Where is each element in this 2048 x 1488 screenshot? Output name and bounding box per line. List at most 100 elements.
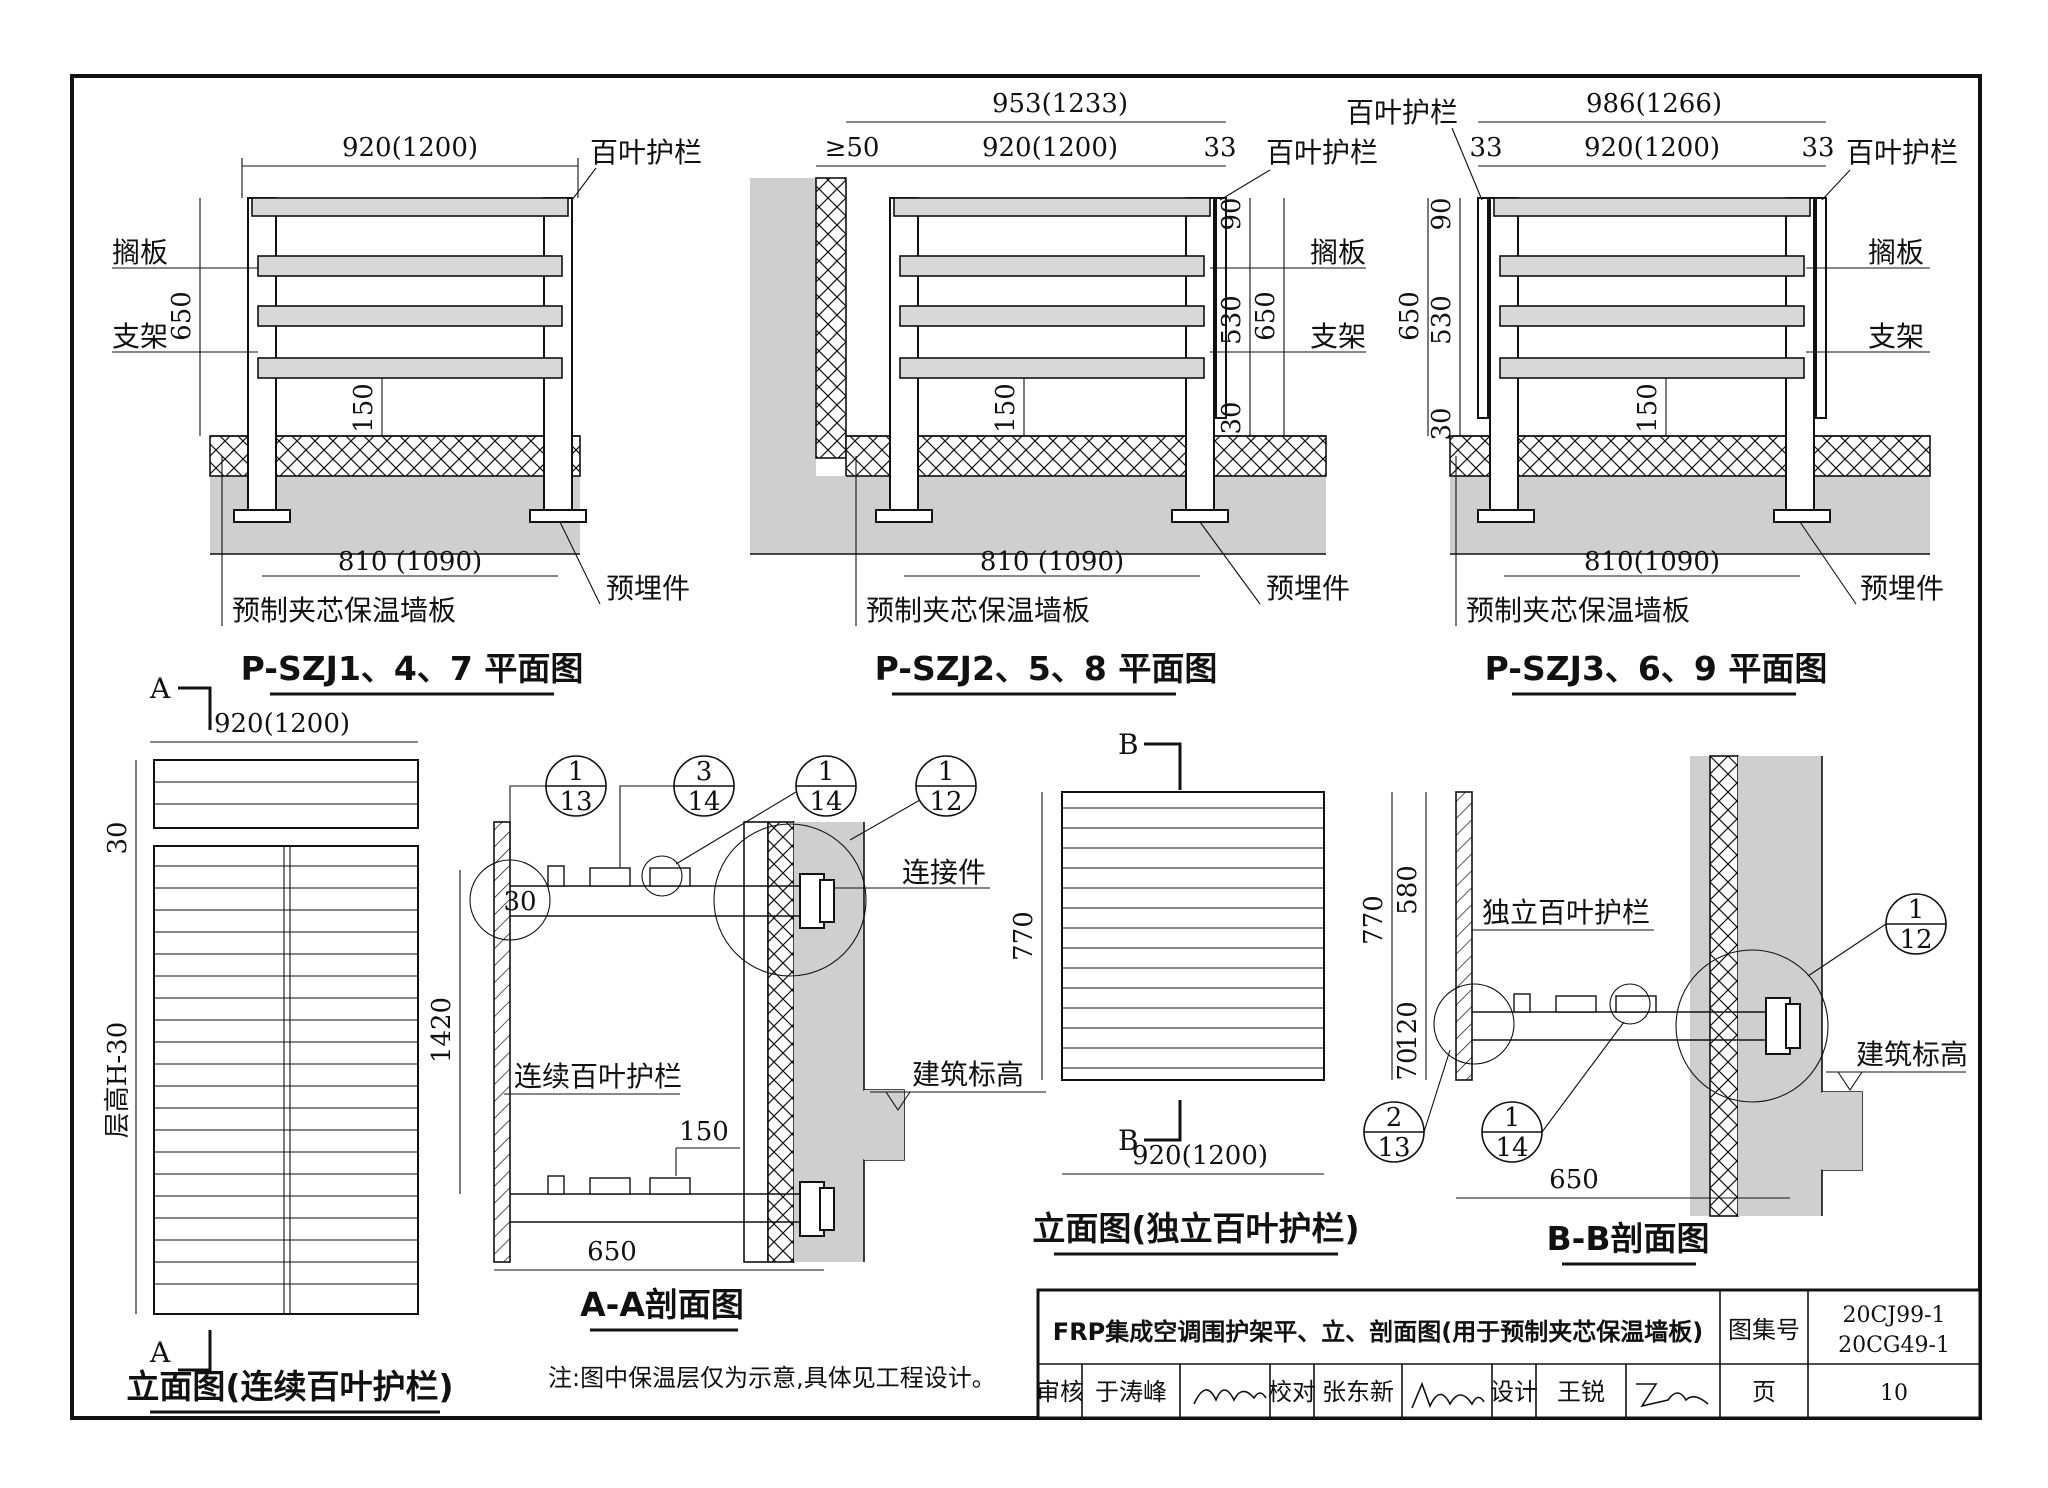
elev-cont-mark-bottom: A — [149, 1336, 171, 1369]
plan3-label-wall: 预制夹芯保温墙板 — [1466, 594, 1690, 627]
elev-cont-dim-30: 30 — [103, 821, 133, 854]
plan3-title: P-SZJ3、6、9 平面图 — [1485, 649, 1828, 688]
designer-signature — [1636, 1383, 1709, 1408]
plan-1: 920(1200) 650 150 810 (1090) 百叶护栏 搁板 支架 … — [112, 133, 702, 696]
plan3-dim-33b: 33 — [1801, 133, 1834, 163]
plan3-dim-650: 650 — [1395, 291, 1425, 341]
plan-3: 986(1266) 33 920(1200) 33 90 530 30 650 … — [1346, 89, 1958, 696]
elev-ind-slats — [1062, 807, 1324, 1069]
svg-text:1: 1 — [938, 757, 955, 787]
title-block-page-no: 10 — [1880, 1381, 1908, 1406]
plan2-title: P-SZJ2、5、8 平面图 — [875, 649, 1218, 688]
aa-dim-150: 150 — [679, 1117, 729, 1147]
elev-cont-title: 立面图(连续百叶护栏) — [126, 1367, 453, 1406]
svg-text:2: 2 — [1386, 1103, 1403, 1133]
plan2-dim-650: 650 — [1251, 291, 1281, 341]
sheet-border — [70, 74, 1982, 1420]
plan2-dim-top: 920(1200) — [982, 133, 1118, 163]
plan1-dim-bottom: 810 (1090) — [338, 547, 482, 577]
plan2-dim-90: 90 — [1217, 197, 1247, 230]
svg-text:1: 1 — [818, 757, 835, 787]
svg-text:1: 1 — [1908, 895, 1925, 925]
plan1-dim-150: 150 — [349, 383, 379, 433]
svg-text:1: 1 — [568, 757, 585, 787]
title-block-designer: 王锐 — [1557, 1378, 1605, 1406]
reviewer-signature — [1193, 1389, 1267, 1405]
bb-label-ind-louver: 独立百叶护栏 — [1482, 896, 1650, 929]
aa-dim-1420: 1420 — [427, 997, 457, 1063]
title-block-design-label: 设计 — [1490, 1378, 1538, 1406]
aa-title: A-A剖面图 — [580, 1285, 744, 1324]
plan2-dim-min: ≥50 — [825, 133, 880, 163]
plan1-label-wall: 预制夹芯保温墙板 — [232, 594, 456, 627]
elev-ind-title: 立面图(独立百叶护栏) — [1032, 1209, 1359, 1248]
plan1-label-louver: 百叶护栏 — [590, 136, 702, 169]
plan3-dim-bottom: 810(1090) — [1584, 547, 1720, 577]
title-block-atlas-no-2: 20CG49-1 — [1838, 1333, 1950, 1358]
checker-signature — [1411, 1381, 1485, 1409]
plan1-label-embed: 预埋件 — [606, 572, 690, 605]
plan3-dim-total: 986(1266) — [1586, 89, 1722, 119]
plan2-label-wall: 预制夹芯保温墙板 — [866, 594, 1090, 627]
svg-text:13: 13 — [1377, 1133, 1410, 1163]
title-block: FRP集成空调围护架平、立、剖面图(用于预制夹芯保温墙板) 图集号 20CJ99… — [1036, 1288, 1982, 1420]
bb-dim-120: 120 — [1393, 1001, 1423, 1051]
elev-cont-dim-height: 层高H-30 — [103, 1022, 133, 1139]
aa-callout-1-13: 1 13 — [509, 755, 607, 860]
plan1-dim-top: 920(1200) — [342, 133, 478, 163]
plan1-label-shelf: 搁板 — [112, 236, 168, 269]
aa-label-cont-louver: 连续百叶护栏 — [514, 1060, 682, 1093]
aa-callout-1-14: 1 14 — [675, 755, 857, 865]
bb-dim-650: 650 — [1549, 1165, 1599, 1195]
plan-2: 953(1233) ≥50 920(1200) 33 90 530 30 650… — [750, 89, 1378, 696]
plan1-title: P-SZJ1、4、7 平面图 — [241, 649, 584, 688]
plan3-dim-33a: 33 — [1469, 133, 1502, 163]
plan2-dim-total: 953(1233) — [992, 89, 1128, 119]
title-block-atlas-label: 图集号 — [1728, 1316, 1800, 1344]
title-block-check-label: 校对 — [1268, 1378, 1316, 1406]
elevation-continuous: A A 920(1200) 30 层高H-30 立面图(连续百叶护栏) — [103, 672, 454, 1414]
bb-callout-1-14: 1 14 — [1481, 1021, 1625, 1163]
plan3-label-louver-right: 百叶护栏 — [1846, 136, 1958, 169]
section-bb: 1 12 2 13 1 14 独立百叶护栏 建筑标高 770 580 120 7… — [1359, 755, 1968, 1266]
plan2-label-embed: 预埋件 — [1266, 572, 1350, 605]
plan3-dim-top: 920(1200) — [1584, 133, 1720, 163]
svg-text:1: 1 — [1504, 1103, 1521, 1133]
title-block-checker: 张东新 — [1322, 1378, 1394, 1406]
plan3-label-louver-left: 百叶护栏 — [1346, 96, 1458, 129]
elev-cont-slats — [154, 865, 418, 1285]
plan2-dim-bottom: 810 (1090) — [980, 547, 1124, 577]
bb-title: B-B剖面图 — [1546, 1219, 1709, 1258]
title-block-page-label: 页 — [1752, 1378, 1776, 1406]
plan2-label-louver: 百叶护栏 — [1266, 136, 1378, 169]
svg-text:3: 3 — [696, 757, 713, 787]
title-block-drawing-title: FRP集成空调围护架平、立、剖面图(用于预制夹芯保温墙板) — [1053, 1318, 1703, 1346]
plan2-dim-30: 30 — [1217, 401, 1247, 434]
plan3-label-embed: 预埋件 — [1860, 572, 1944, 605]
aa-callout-1-12: 1 12 — [849, 755, 977, 841]
aa-dim-30: 30 — [503, 887, 536, 917]
svg-text:13: 13 — [559, 787, 592, 817]
plan2-label-shelf: 搁板 — [1310, 236, 1366, 269]
svg-text:14: 14 — [809, 787, 842, 817]
section-aa: 1 13 3 14 1 14 1 12 连接件 连续百叶护栏 — [427, 755, 1046, 1332]
plan3-dim-150: 150 — [1633, 383, 1663, 433]
plan3-label-shelf: 搁板 — [1868, 236, 1924, 269]
aa-label-building-level: 建筑标高 — [912, 1058, 1024, 1091]
elev-cont-dim-width: 920(1200) — [214, 709, 350, 739]
plan3-dim-90: 90 — [1427, 197, 1457, 230]
svg-text:14: 14 — [687, 787, 720, 817]
plan3-dim-530: 530 — [1427, 295, 1457, 345]
plan2-label-bracket: 支架 — [1310, 320, 1366, 353]
title-block-reviewer: 于涛峰 — [1095, 1378, 1167, 1406]
elev-ind-mark-bottom: B — [1118, 1124, 1139, 1157]
bb-dim-580: 580 — [1393, 865, 1423, 915]
bb-callout-1-12: 1 12 — [1807, 893, 1947, 977]
bb-dim-70: 70 — [1393, 1047, 1423, 1080]
svg-text:12: 12 — [929, 787, 962, 817]
title-block-review-label: 审核 — [1036, 1378, 1084, 1406]
svg-text:12: 12 — [1899, 925, 1932, 955]
elev-cont-mark-top: A — [149, 672, 171, 705]
title-block-atlas-no-1: 20CJ99-1 — [1842, 1303, 1945, 1328]
